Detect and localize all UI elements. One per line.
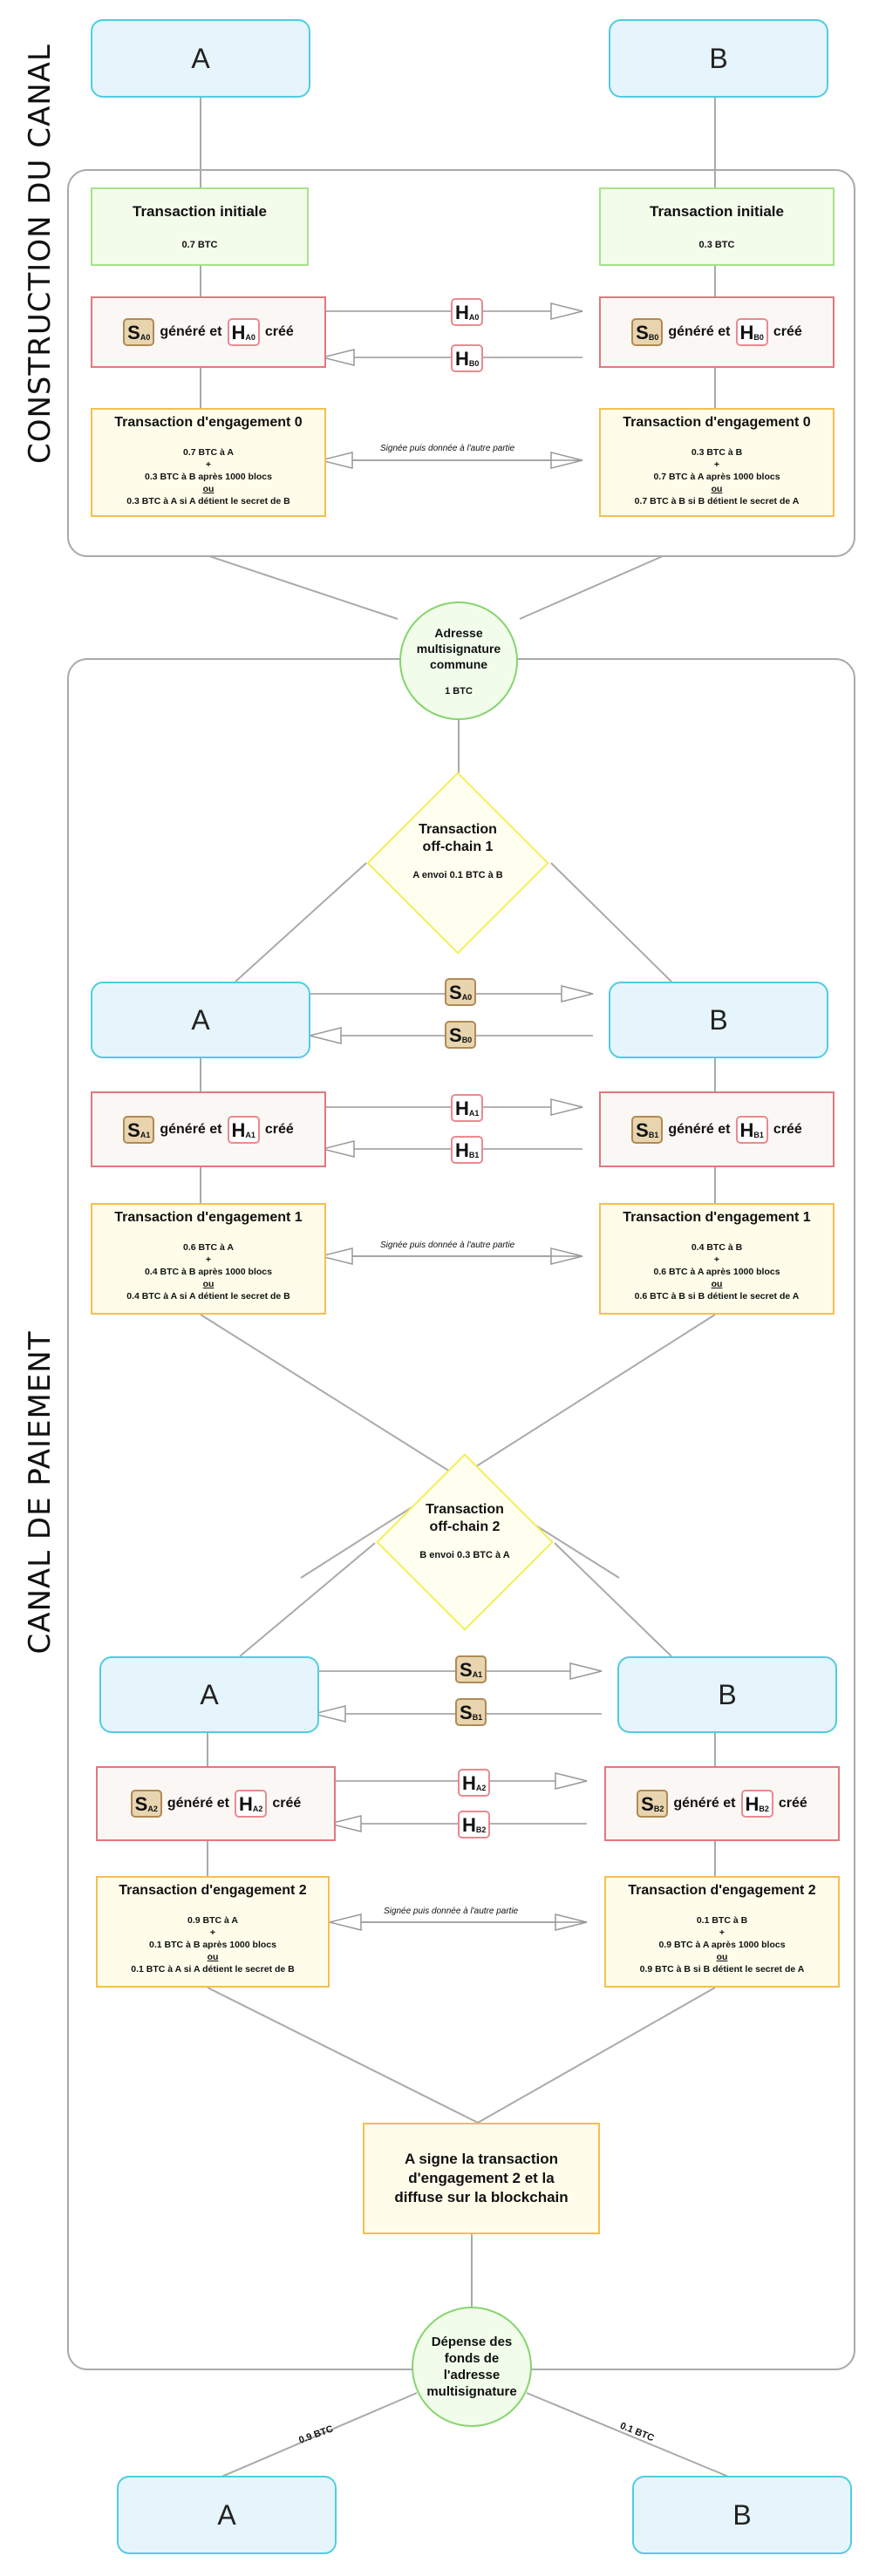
engagement-1-b-title: Transaction d'engagement 1 <box>623 1210 811 1225</box>
initial-transaction-a: Transaction initiale 0.7 BTC <box>91 187 309 266</box>
initial-a-amount: 0.7 BTC <box>181 240 218 250</box>
created-label: créé <box>773 1121 802 1137</box>
initial-b-title: Transaction initiale <box>650 203 784 220</box>
signed-exchange-label-2: Signée puis donnée à l'autre partie <box>381 1907 521 1916</box>
party-b-payment-2: B <box>617 1656 837 1733</box>
initial-transaction-b: Transaction initiale 0.3 BTC <box>599 187 835 266</box>
generated-label: généré et <box>668 324 731 339</box>
signed-exchange-label-0: Signée puis donnée à l'autre partie <box>378 444 518 453</box>
generated-label: généré et <box>160 324 222 339</box>
initial-b-amount: 0.3 BTC <box>698 240 735 250</box>
created-label: créé <box>264 1121 294 1137</box>
generated-label: généré et <box>673 1796 736 1811</box>
engagement-2-a: Transaction d'engagement 2 0.9 BTC à A +… <box>96 1876 330 1988</box>
party-a-payment-1: A <box>91 982 310 1058</box>
party-a-bottom: A <box>117 2476 337 2554</box>
engagement-0-a: Transaction d'engagement 0 0.7 BTC à A +… <box>91 408 326 517</box>
created-label: créé <box>272 1796 302 1811</box>
engagement-2-b: Transaction d'engagement 2 0.1 BTC à B +… <box>604 1876 840 1988</box>
initial-a-title: Transaction initiale <box>133 203 267 220</box>
signed-exchange-label-1: Signée puis donnée à l'autre partie <box>378 1240 518 1250</box>
section-label-construction: CONSTRUCTION DU CANAL <box>23 44 58 464</box>
engagement-1-b: Transaction d'engagement 1 0.4 BTC à B +… <box>599 1203 835 1315</box>
section-label-payment: CANAL DE PAIEMENT <box>23 1330 58 1655</box>
created-label: créé <box>778 1796 807 1811</box>
multisig-address: Adresse multisignature commune 1 BTC <box>399 602 518 720</box>
engagement-2-a-title: Transaction d'engagement 2 <box>119 1883 307 1898</box>
engagement-0-b-title: Transaction d'engagement 0 <box>623 415 811 430</box>
engagement-0-b: Transaction d'engagement 0 0.3 BTC à B +… <box>599 408 835 517</box>
offchain-2-text: Transaction off-chain 2 B envoi 0.3 BTC … <box>419 1502 510 1560</box>
engagement-1-a: Transaction d'engagement 1 0.6 BTC à A +… <box>91 1203 326 1315</box>
final-broadcast-transaction: A signe la transaction d'engagement 2 et… <box>363 2123 600 2234</box>
party-b-payment-1: B <box>609 982 828 1058</box>
party-a-top: A <box>91 19 310 98</box>
multisig-title: Adresse multisignature commune <box>416 626 501 671</box>
spend-multisig-funds: Dépense des fonds de l'adresse multisign… <box>412 2307 532 2427</box>
party-b-top: B <box>609 19 828 98</box>
engagement-2-b-title: Transaction d'engagement 2 <box>628 1883 816 1898</box>
created-label: créé <box>264 324 294 339</box>
multisig-amount: 1 BTC <box>445 686 473 697</box>
engagement-0-a-title: Transaction d'engagement 0 <box>114 415 303 430</box>
party-a-payment-2: A <box>99 1656 319 1733</box>
offchain-1-text: Transaction off-chain 1 A envoi 0.1 BTC … <box>412 822 503 880</box>
generated-label: généré et <box>668 1121 731 1137</box>
engagement-1-a-title: Transaction d'engagement 1 <box>114 1210 303 1225</box>
generated-label: généré et <box>160 1121 222 1137</box>
generated-label: généré et <box>167 1796 229 1811</box>
created-label: créé <box>773 324 802 339</box>
party-b-bottom: B <box>632 2476 852 2554</box>
construction-frame <box>67 169 855 557</box>
